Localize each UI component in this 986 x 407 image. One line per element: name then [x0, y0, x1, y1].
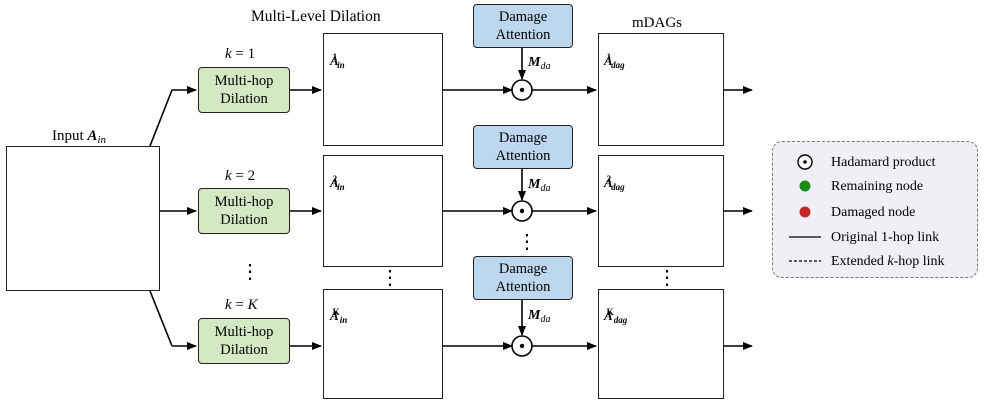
- dilation-line-2: Dilation: [220, 91, 268, 107]
- mask-label-2: Mda: [528, 177, 551, 194]
- multi-hop-dilation-box-2[interactable]: Multi-hop Dilation: [198, 188, 290, 234]
- ellipsis-graph-dag: ⋮: [657, 267, 677, 289]
- legend-label: Hadamard product: [831, 155, 936, 170]
- k-label-row-1: k = 1: [225, 46, 256, 62]
- input-title: Input Ain: [52, 128, 106, 146]
- legend-markers: [789, 154, 821, 262]
- dilation-line-1: Multi-hop: [214, 324, 274, 340]
- fan-out-up: [149, 89, 173, 147]
- mask-label-1: Mda: [528, 55, 551, 72]
- damage-attention-box-2[interactable]: Damage Attention: [473, 125, 573, 169]
- legend-label: Extended k-hop link: [831, 254, 945, 269]
- matrix-label-dag-3: AKdag: [604, 307, 628, 325]
- legend-item-remaining: Remaining node: [773, 177, 979, 197]
- attention-line-2: Attention: [495, 148, 551, 164]
- matrix-label-in-1: A1in: [330, 52, 345, 70]
- damage-attention-box-1[interactable]: Damage Attention: [473, 4, 573, 48]
- attention-line-1: Damage: [498, 9, 548, 25]
- dilation-line-2: Dilation: [220, 342, 268, 358]
- mdag-panel-3: [598, 289, 724, 399]
- hadamard-dot-icon: [519, 87, 525, 93]
- matrix-label-dag-2: A2dag: [604, 174, 625, 192]
- legend-label: Original 1-hop link: [831, 230, 940, 245]
- dilated-graph-panel-1: [323, 33, 443, 146]
- output-title: mDAGs: [632, 15, 683, 31]
- matrix-label-dag-1: A1dag: [604, 52, 625, 70]
- legend-item-hadamard: Hadamard product: [773, 153, 979, 173]
- matrix-label-in-3: AKin: [330, 307, 348, 325]
- input-matrix-sub: in: [97, 134, 106, 146]
- red-dot-icon: [799, 206, 811, 218]
- fan-out-down: [149, 290, 173, 347]
- hadamard-dot-icon: [519, 208, 525, 214]
- legend-label: Remaining node: [831, 179, 924, 194]
- multi-hop-dilation-box-3[interactable]: Multi-hop Dilation: [198, 318, 290, 364]
- legend-item-original-link: Original 1-hop link: [773, 228, 979, 248]
- mdag-panel-2: [598, 155, 724, 267]
- ellipsis-graph-in: ⋮: [380, 267, 400, 289]
- mask-label-3: Mda: [528, 308, 551, 325]
- matrix-label-in-2: A2in: [330, 174, 345, 192]
- k-label-row-3: k = K: [225, 297, 258, 313]
- ellipsis-dilation: ⋮: [240, 261, 260, 283]
- flow-arrows: [149, 48, 753, 357]
- hadamard-dot-icon: [519, 343, 525, 349]
- legend-item-extended-link: Extended k-hop link: [773, 252, 979, 272]
- dilated-graph-panel-2: [323, 155, 443, 267]
- ellipsis-attention: ⋮: [517, 231, 537, 253]
- section-title: Multi-Level Dilation: [251, 8, 381, 25]
- input-matrix-letter: A: [87, 128, 98, 144]
- multi-hop-dilation-box-1[interactable]: Multi-hop Dilation: [198, 67, 290, 113]
- damage-attention-box-3[interactable]: Damage Attention: [473, 256, 573, 300]
- legend-item-damaged: Damaged node: [773, 203, 979, 223]
- dilation-line-1: Multi-hop: [214, 194, 274, 210]
- k-label-row-2: k = 2: [225, 168, 256, 184]
- legend-label: Damaged node: [831, 205, 916, 220]
- mdag-panel-1: [598, 33, 724, 146]
- attention-line-2: Attention: [495, 27, 551, 43]
- hadamard-dot-icon: [803, 160, 807, 164]
- attention-line-1: Damage: [498, 261, 548, 277]
- dilation-line-2: Dilation: [220, 212, 268, 228]
- dilated-graph-panel-3: [323, 289, 443, 399]
- input-graph-panel: [6, 146, 160, 291]
- dilation-line-1: Multi-hop: [214, 73, 274, 89]
- legend: Hadamard product Remaining node Damaged …: [772, 141, 978, 278]
- input-title-text: Input: [52, 128, 88, 144]
- attention-line-2: Attention: [495, 279, 551, 295]
- attention-line-1: Damage: [498, 130, 548, 146]
- green-dot-icon: [799, 180, 811, 192]
